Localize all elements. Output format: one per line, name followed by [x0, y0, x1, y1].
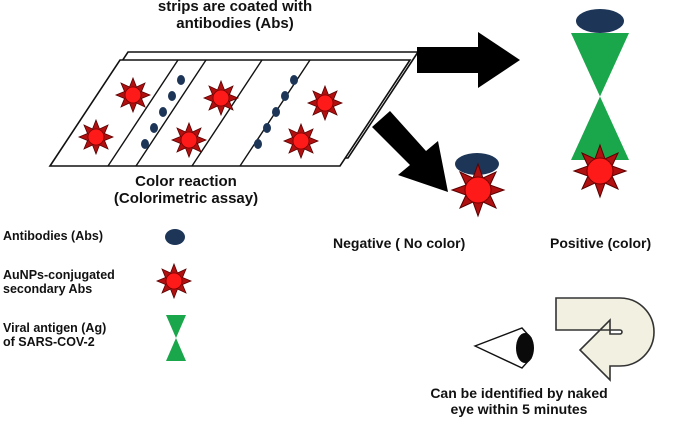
strips-coated-label: strips are coated with antibodies (Abs)	[120, 0, 350, 33]
antibody-ellipse-icon	[177, 75, 185, 85]
legend-antibodies-label: Antibodies (Abs)	[3, 229, 103, 243]
color-reaction-label: Color reaction (Colorimetric assay)	[86, 173, 286, 208]
gold-nanoparticle-star-icon	[203, 80, 239, 116]
color-reaction-line2: (Colorimetric assay)	[113, 190, 259, 208]
positive-label: Positive (color)	[550, 235, 652, 251]
legend-antigen-label: Viral antigen (Ag) of SARS-COV-2	[3, 321, 106, 350]
viral-antigen-hourglass-icon	[166, 315, 186, 361]
legend-antigen-line2: of SARS-COV-2	[3, 335, 95, 350]
gold-nanoparticle-star-icon	[171, 122, 207, 158]
strip-divider	[191, 59, 263, 167]
strip-front-sheet	[48, 59, 412, 167]
gold-nanoparticle-star-icon	[307, 85, 343, 121]
arrow-to-positive	[417, 32, 520, 88]
color-reaction-line1: Color reaction	[135, 173, 237, 190]
antibody-ellipse-icon	[455, 153, 499, 175]
antibody-ellipse-icon	[254, 139, 262, 149]
antibody-ellipse-icon	[272, 107, 280, 117]
legend-aunp-label: AuNPs-conjugated secondary Abs	[3, 268, 115, 297]
antibody-ellipse-icon	[281, 91, 289, 101]
gold-nanoparticle-star-icon	[283, 123, 319, 159]
u-turn-arrow-icon	[555, 297, 655, 382]
identified-line1: Can be identified by naked	[430, 385, 608, 401]
identified-label: Can be identified by naked eye within 5 …	[404, 385, 634, 417]
negative-result	[451, 153, 505, 217]
legend-aunp-line1: AuNPs-conjugated	[3, 268, 115, 282]
antibody-ellipse-icon	[576, 9, 624, 33]
eye-icon	[473, 327, 534, 369]
legend-aunp-line2: secondary Abs	[3, 282, 93, 297]
antibody-ellipse-icon	[159, 107, 167, 117]
identified-line2: eye within 5 minutes	[450, 401, 588, 418]
viral-antigen-hourglass-icon	[571, 33, 629, 160]
strip-divider	[107, 59, 179, 167]
gold-nanoparticle-star-icon	[451, 163, 505, 217]
arrow-to-negative	[372, 111, 448, 192]
positive-result	[571, 9, 629, 198]
legend-antigen-line1: Viral antigen (Ag)	[3, 321, 107, 335]
antibody-ellipse-icon	[290, 75, 298, 85]
negative-label: Negative ( No color)	[333, 235, 466, 251]
gold-nanoparticle-star-icon	[115, 77, 151, 113]
antibody-ellipse-icon	[150, 123, 158, 133]
strips-coated-line1: strips are coated with	[157, 0, 313, 15]
strips-coated-line2: antibodies (Abs)	[176, 15, 294, 33]
antibody-ellipse-icon	[165, 229, 185, 245]
gold-nanoparticle-star-icon	[78, 119, 114, 155]
antibody-ellipse-icon	[168, 91, 176, 101]
strip-antibodies	[141, 75, 298, 149]
test-strip	[48, 51, 420, 167]
antibody-ellipse-icon	[141, 139, 149, 149]
gold-nanoparticle-star-icon	[156, 263, 192, 299]
gold-nanoparticle-star-icon	[573, 144, 627, 198]
strip-divider	[135, 59, 207, 167]
antibody-ellipse-icon	[263, 123, 271, 133]
